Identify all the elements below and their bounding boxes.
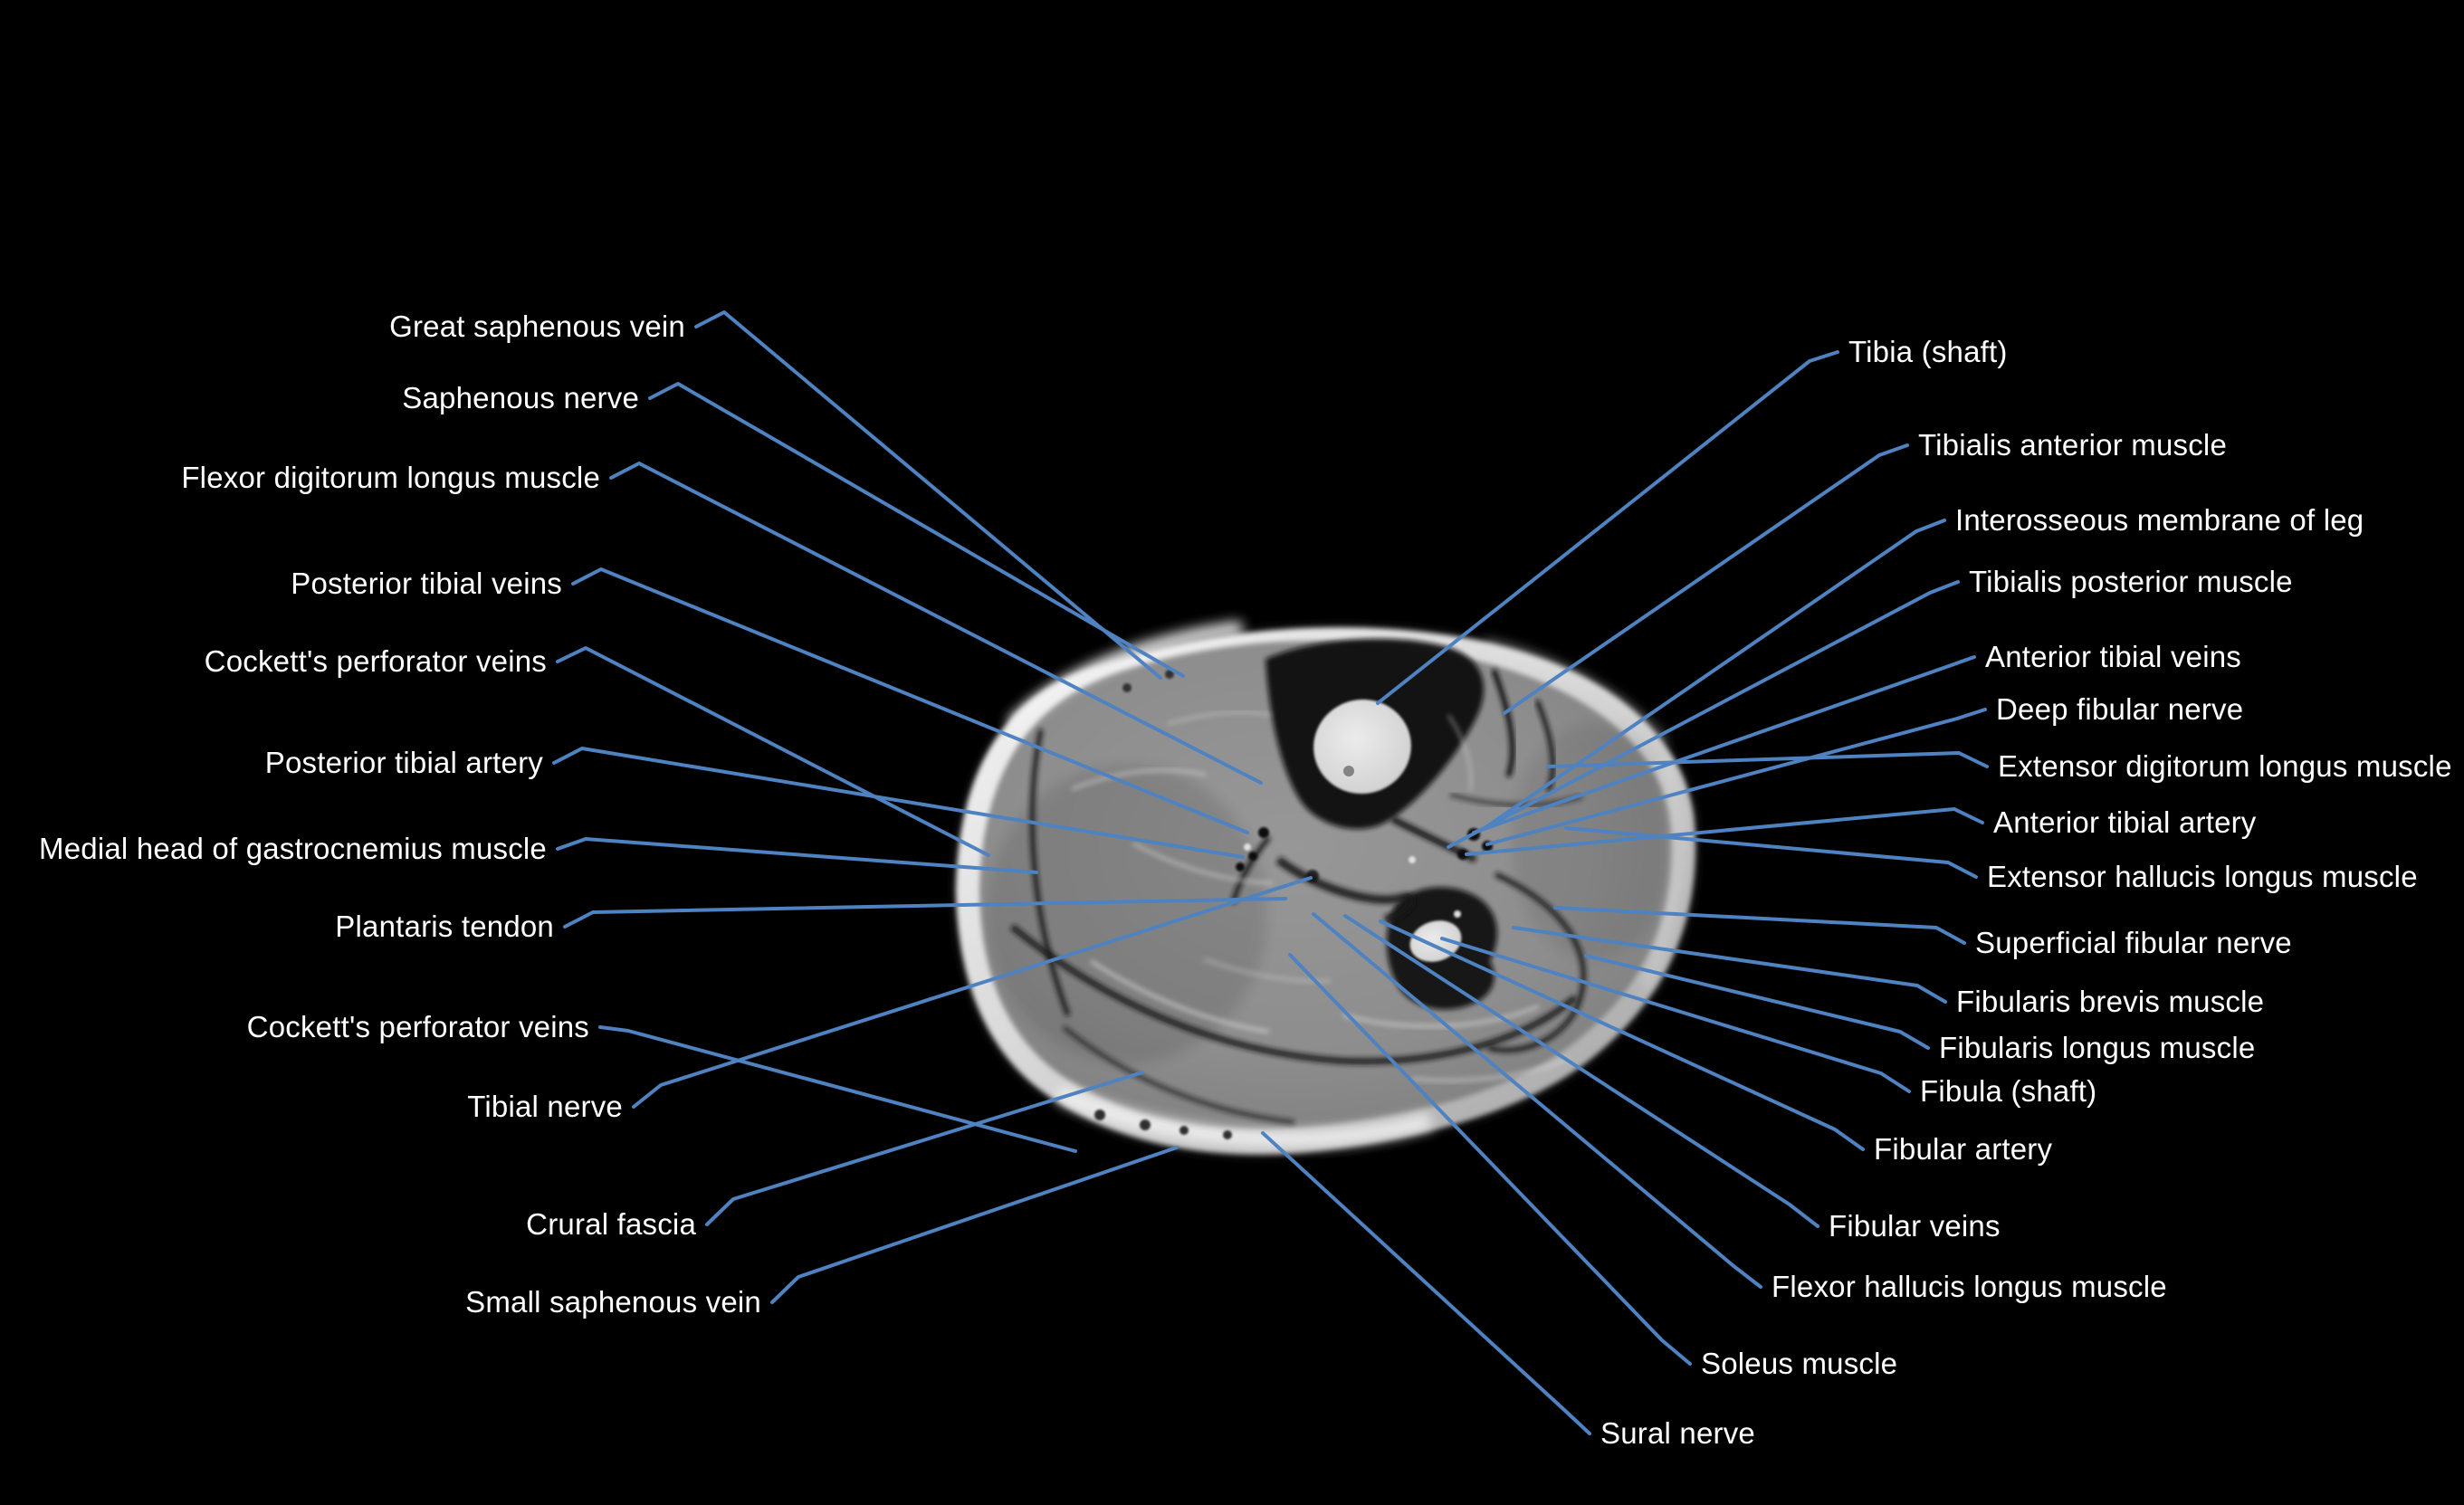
perforator-dot	[1179, 1126, 1189, 1135]
label-tibialis-posterior-muscle: Tibialis posterior muscle	[1969, 565, 2293, 599]
leader-line-posterior-tibial-veins	[571, 567, 1249, 834]
perforator-dot	[1223, 1130, 1232, 1139]
fascia-line-medial	[1029, 729, 1071, 1017]
leader-line-tibialis-posterior-muscle	[1447, 580, 1960, 849]
label-fibular-artery: Fibular artery	[1874, 1132, 2053, 1167]
vessel-dot	[1258, 827, 1269, 838]
leader-line-plantaris-tendon	[563, 897, 1287, 929]
leader-line-tibia-shaft	[1376, 350, 1839, 705]
label-tibia-shaft: Tibia (shaft)	[1848, 335, 2008, 369]
vessel-bright-dot	[1244, 843, 1251, 851]
label-cockett-s-perforator-veins: Cockett's perforator veins	[246, 1010, 589, 1044]
label-tibialis-anterior-muscle: Tibialis anterior muscle	[1918, 428, 2228, 462]
rim-highlight-topright	[1484, 639, 1668, 745]
muscle-streak	[1447, 714, 1473, 792]
label-saphenous-nerve: Saphenous nerve	[402, 381, 639, 415]
leader-line-saphenous-nerve	[648, 382, 1185, 678]
label-soleus-muscle: Soleus muscle	[1701, 1347, 1898, 1381]
rim-highlight-right	[1641, 760, 1681, 990]
vessel-dot	[1236, 862, 1245, 872]
fascia-line-lateral-hook	[1487, 872, 1587, 1053]
muscle-streak	[1203, 957, 1332, 983]
rim-highlight-topleft	[1007, 621, 1244, 731]
muscle-streak	[1167, 710, 1272, 726]
leader-lines	[552, 310, 1989, 1435]
label-extensor-hallucis-longus-muscle: Extensor hallucis longus muscle	[1987, 860, 2418, 894]
label-posterior-tibial-artery: Posterior tibial artery	[264, 746, 543, 780]
soleus-margin-line	[1062, 1025, 1295, 1125]
deep-septum-line	[1230, 835, 1271, 904]
fascia-line-posterior	[1009, 924, 1578, 1065]
label-posterior-tibial-veins: Posterior tibial veins	[291, 567, 562, 601]
mri-cross-section	[956, 621, 1695, 1155]
leader-line-fibula-shaft	[1440, 937, 1911, 1093]
leader-line-cockett-s-perforator-veins	[556, 646, 990, 857]
vessel-dot	[1248, 852, 1257, 861]
label-cockett-s-perforator-veins: Cockett's perforator veins	[204, 644, 547, 679]
leader-line-posterior-tibial-artery	[552, 747, 1245, 859]
leader-line-tibialis-anterior-muscle	[1503, 443, 1909, 715]
rim-highlight-bottom	[1055, 1085, 1433, 1148]
leader-line-fibularis-brevis-muscle	[1512, 926, 1947, 1004]
muscle-streak	[1089, 959, 1270, 1033]
leader-line-flexor-digitorum-longus-muscle	[609, 462, 1263, 785]
leader-line-fibular-artery	[1379, 919, 1865, 1151]
leader-line-extensor-hallucis-longus-muscle	[1564, 826, 1978, 879]
leader-line-anterior-tibial-veins	[1472, 655, 1976, 834]
leader-line-medial-head-of-gastrocnemius-muscle	[556, 837, 1038, 874]
label-extensor-digitorum-longus-muscle: Extensor digitorum longus muscle	[1998, 749, 2452, 784]
muscle-streak	[1411, 1057, 1569, 1082]
leader-line-extensor-digitorum-longus-muscle	[1546, 751, 1989, 768]
perforator-dot	[1094, 1110, 1105, 1120]
label-tibial-nerve: Tibial nerve	[467, 1090, 623, 1124]
label-superficial-fibular-nerve: Superficial fibular nerve	[1975, 926, 2292, 960]
muscle-streak	[1132, 842, 1274, 885]
interosseous-membrane-line	[1390, 815, 1477, 863]
label-interosseous-membrane-of-leg: Interosseous membrane of leg	[1955, 503, 2364, 538]
leader-line-cockett-s-perforator-veins	[598, 1025, 1077, 1153]
label-small-saphenous-vein: Small saphenous vein	[465, 1285, 761, 1319]
vessel-dot	[1457, 849, 1468, 860]
perforator-dot	[1140, 1119, 1151, 1130]
vessel-bright-dot	[1409, 856, 1416, 863]
label-plantaris-tendon: Plantaris tendon	[335, 910, 554, 944]
leader-line-deep-fibular-nerve	[1485, 708, 1987, 846]
leader-line-interosseous-membrane-of-leg	[1483, 519, 1946, 830]
label-anterior-tibial-artery: Anterior tibial artery	[1993, 805, 2257, 840]
leader-line-fibularis-longus-muscle	[1584, 954, 1930, 1050]
muscle-streak	[1071, 768, 1207, 791]
tibia-marrow-spot	[1343, 766, 1354, 776]
label-fibularis-brevis-muscle: Fibularis brevis muscle	[1956, 985, 2265, 1019]
anterior-septum-line-1	[1491, 668, 1515, 778]
leader-line-superficial-fibular-nerve	[1553, 906, 1966, 945]
leader-line-anterior-tibial-artery	[1465, 807, 1984, 856]
leader-line-fibular-veins	[1343, 914, 1819, 1228]
label-great-saphenous-vein: Great saphenous vein	[389, 310, 685, 344]
leader-line-flexor-hallucis-longus-muscle	[1312, 912, 1762, 1289]
leader-line-soleus-muscle	[1288, 953, 1692, 1366]
leader-line-crural-fascia	[705, 1071, 1144, 1226]
label-flexor-digitorum-longus-muscle: Flexor digitorum longus muscle	[181, 461, 600, 495]
label-anterior-tibial-veins: Anterior tibial veins	[1985, 640, 2241, 674]
leader-line-sural-nerve	[1261, 1131, 1591, 1435]
tibia-marrow	[1313, 699, 1411, 795]
label-fibula-shaft: Fibula (shaft)	[1920, 1074, 2097, 1109]
leader-line-tibial-nerve	[632, 876, 1313, 1109]
leader-line-small-saphenous-vein	[770, 1146, 1179, 1304]
leader-line-great-saphenous-vein	[694, 310, 1162, 680]
label-flexor-hallucis-longus-muscle: Flexor hallucis longus muscle	[1772, 1270, 2167, 1304]
label-medial-head-of-gastrocnemius-muscle: Medial head of gastrocnemius muscle	[39, 832, 547, 866]
label-fibular-veins: Fibular veins	[1829, 1209, 2001, 1243]
gastrocnemius-shade	[987, 765, 1267, 1063]
vessel-bright-dot	[1454, 910, 1461, 918]
label-sural-nerve: Sural nerve	[1600, 1416, 1755, 1451]
perforator-dot	[1122, 683, 1132, 692]
label-deep-fibular-nerve: Deep fibular nerve	[1996, 692, 2244, 727]
perforator-dot	[1165, 670, 1174, 679]
label-fibularis-longus-muscle: Fibularis longus muscle	[1939, 1031, 2256, 1065]
label-crural-fascia: Crural fascia	[526, 1207, 696, 1242]
